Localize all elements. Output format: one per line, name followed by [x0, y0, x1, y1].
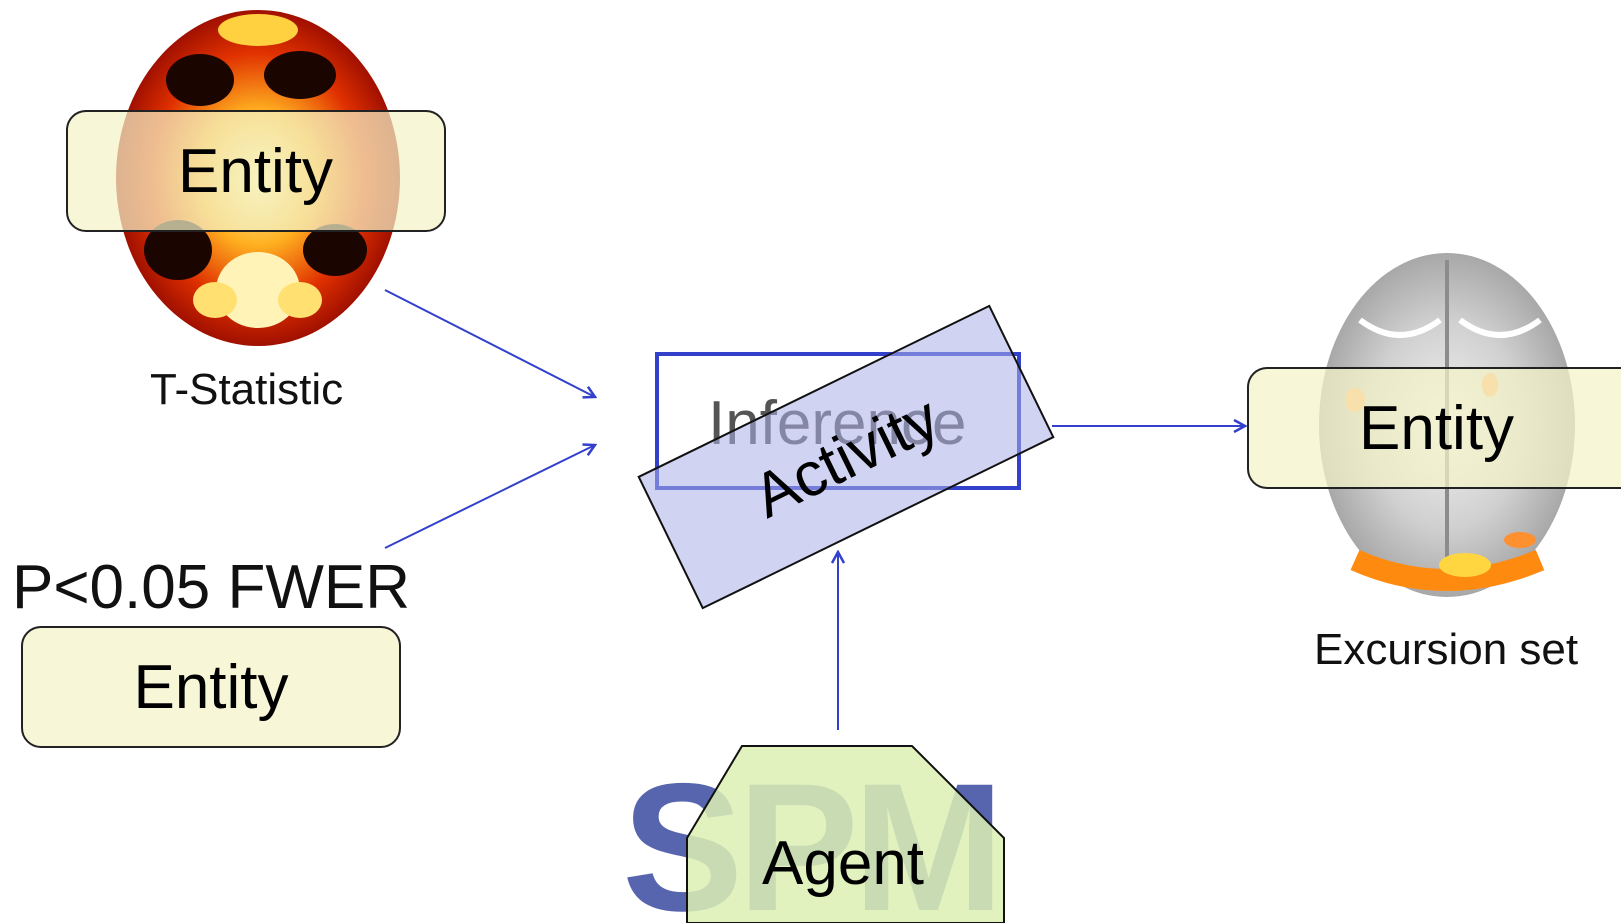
- caption-threshold: P<0.05 FWER: [12, 553, 410, 622]
- agent-shape: [686, 745, 1005, 923]
- agent-label: Agent: [762, 829, 925, 898]
- caption-excursion-set: Excursion set: [1314, 625, 1579, 674]
- entity-t-statistic: Entity: [66, 110, 446, 232]
- entity-label: Entity: [133, 652, 289, 722]
- arrow-tstat-to-inference: [384, 289, 595, 397]
- entity-excursion-set: Entity: [1247, 367, 1621, 489]
- entity-label: Entity: [1359, 393, 1515, 463]
- arrow-threshold-to-inference: [384, 445, 595, 549]
- entity-threshold: Entity: [21, 626, 401, 748]
- caption-t-statistic: T-Statistic: [150, 365, 344, 414]
- entity-label: Entity: [178, 136, 334, 206]
